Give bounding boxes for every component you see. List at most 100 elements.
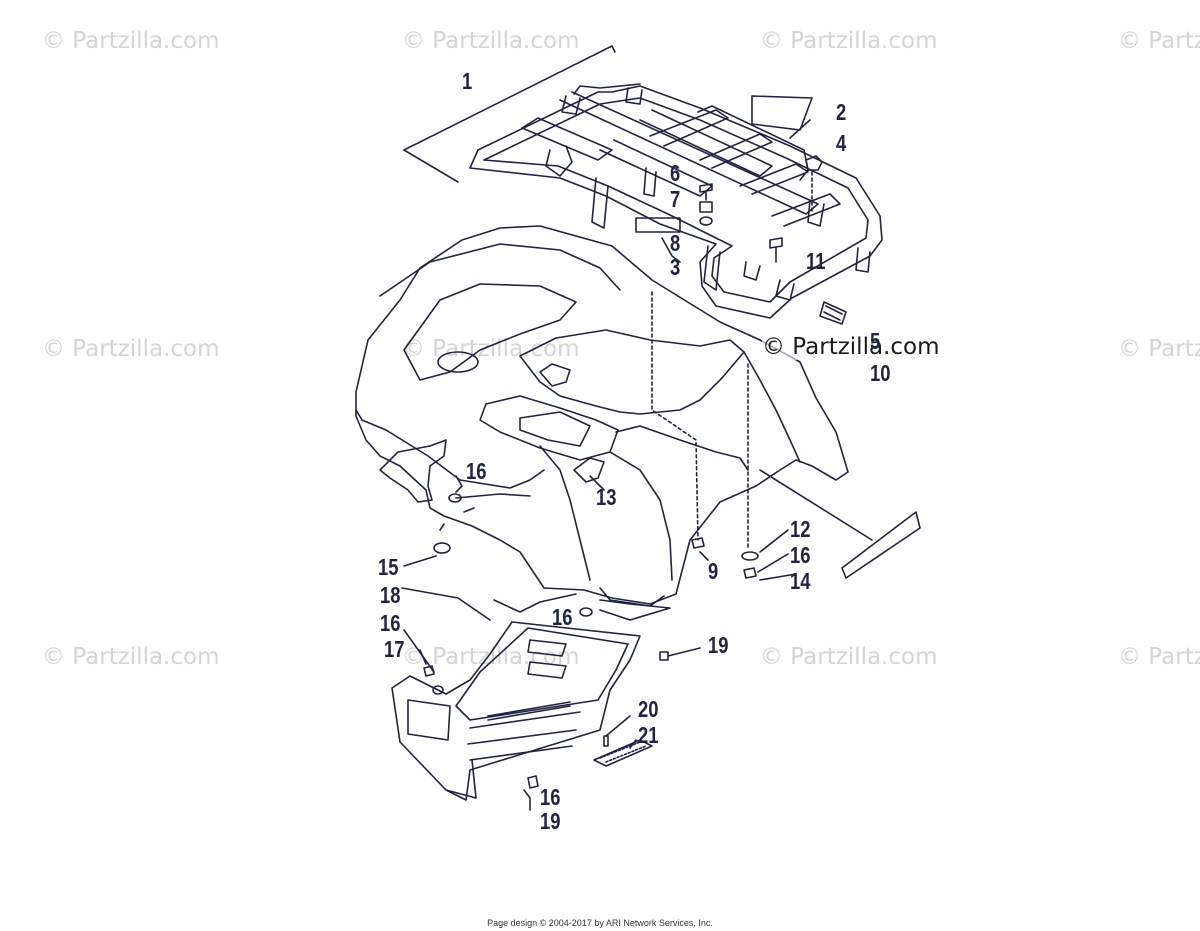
bracket-line [403,45,613,151]
callout-8[interactable]: 8 [670,230,681,256]
watermark: © Partzilla.com [1118,644,1200,670]
callout-7[interactable]: 7 [670,186,681,212]
rack-leg [743,261,761,281]
reflector [819,301,847,325]
rack-crossbar [699,133,773,169]
seat-mount-area [519,329,745,415]
callout-20[interactable]: 20 [638,696,659,722]
footwell-tread [487,701,571,721]
fender-decal [841,511,921,579]
mount-line [651,291,699,541]
page-footer: Page design © 2004-2017 by ARI Network S… [487,918,713,928]
footwell-edge [445,759,477,799]
leader-line [757,529,797,581]
bolt [769,237,783,263]
decal-small [635,217,681,233]
callout-19[interactable]: 19 [540,808,561,834]
fender-left-panel [403,283,577,381]
fender-ridge [379,243,621,297]
footwell-tread [467,711,581,761]
callout-16[interactable]: 16 [380,610,401,636]
leader-line [401,587,491,621]
leader-line [599,599,671,621]
washer [433,542,451,554]
fender-seam [615,425,749,471]
leader-line [699,551,709,561]
washer [741,551,759,561]
leader-line [439,507,475,531]
bracket-line [403,149,459,183]
rack-rear-rail [697,105,809,181]
fender-bracket [379,439,447,503]
leader-line [661,237,681,263]
callout-13[interactable]: 13 [596,484,617,510]
leader-line [789,119,811,139]
rack-leg [545,145,573,177]
leader-line [419,649,427,665]
screw [659,647,701,661]
leader-line [759,469,873,541]
rack-crossbar [521,117,613,161]
callout-5[interactable]: 5 [870,328,881,354]
footwell [391,587,641,801]
watermark: © Partzilla.com [402,28,580,54]
callout-9[interactable]: 9 [708,558,719,584]
bracket-line [611,45,616,53]
callout-19[interactable]: 19 [708,632,729,658]
callout-10[interactable]: 10 [870,360,891,386]
rear-fender [355,225,849,607]
rack-leg [625,87,643,105]
step-plate [593,739,653,767]
callout-14[interactable]: 14 [790,568,811,594]
rack-leg [775,279,795,301]
fender-arch [609,451,673,581]
callout-4[interactable]: 4 [836,130,847,156]
callout-12[interactable]: 12 [790,516,811,542]
footwell-side-panel [407,699,451,741]
nut [691,537,705,549]
reflector-ribs [823,305,843,321]
callout-17[interactable]: 17 [384,636,405,662]
callout-16[interactable]: 16 [790,542,811,568]
washer [699,216,713,226]
rack-crossbar [559,91,819,215]
callout-16[interactable]: 16 [552,604,573,630]
rack-crossbar [771,193,841,227]
rack-crossbar [649,109,729,147]
fender-lip [599,587,665,607]
nut [805,155,823,171]
washer [579,607,593,617]
callout-11[interactable]: 11 [806,248,826,274]
callout-18[interactable]: 18 [380,582,401,608]
watermark: © Partzilla.com [1118,336,1200,362]
callout-15[interactable]: 15 [378,554,399,580]
callout-16[interactable]: 16 [466,458,487,484]
rack-leg [561,95,581,115]
footwell-slot [527,639,567,679]
leader-line [493,593,577,613]
watermark-overlay: © Partzilla.com [762,334,940,360]
callout-3[interactable]: 3 [670,254,681,280]
callout-21[interactable]: 21 [638,722,659,748]
watermark: © Partzilla.com [42,336,220,362]
nut [743,567,757,579]
rack-crossbar [739,163,809,195]
rack-leg [807,199,825,227]
decal-rectangle [751,95,813,131]
callout-1[interactable]: 1 [462,68,473,94]
footwell-floor [455,627,629,721]
leader-line [523,789,531,811]
screw [603,735,609,747]
leader-line [589,475,605,491]
fender-outline [355,225,849,605]
rear-rack [403,45,883,319]
callout-2[interactable]: 2 [836,99,847,125]
callout-16[interactable]: 16 [540,784,561,810]
watermark: © Partzilla.com [1118,28,1200,54]
watermark: © Partzilla.com [760,28,938,54]
callout-6[interactable]: 6 [670,160,681,186]
bolt [699,183,713,201]
rack-leg [703,245,721,291]
rack-leg [855,247,871,273]
